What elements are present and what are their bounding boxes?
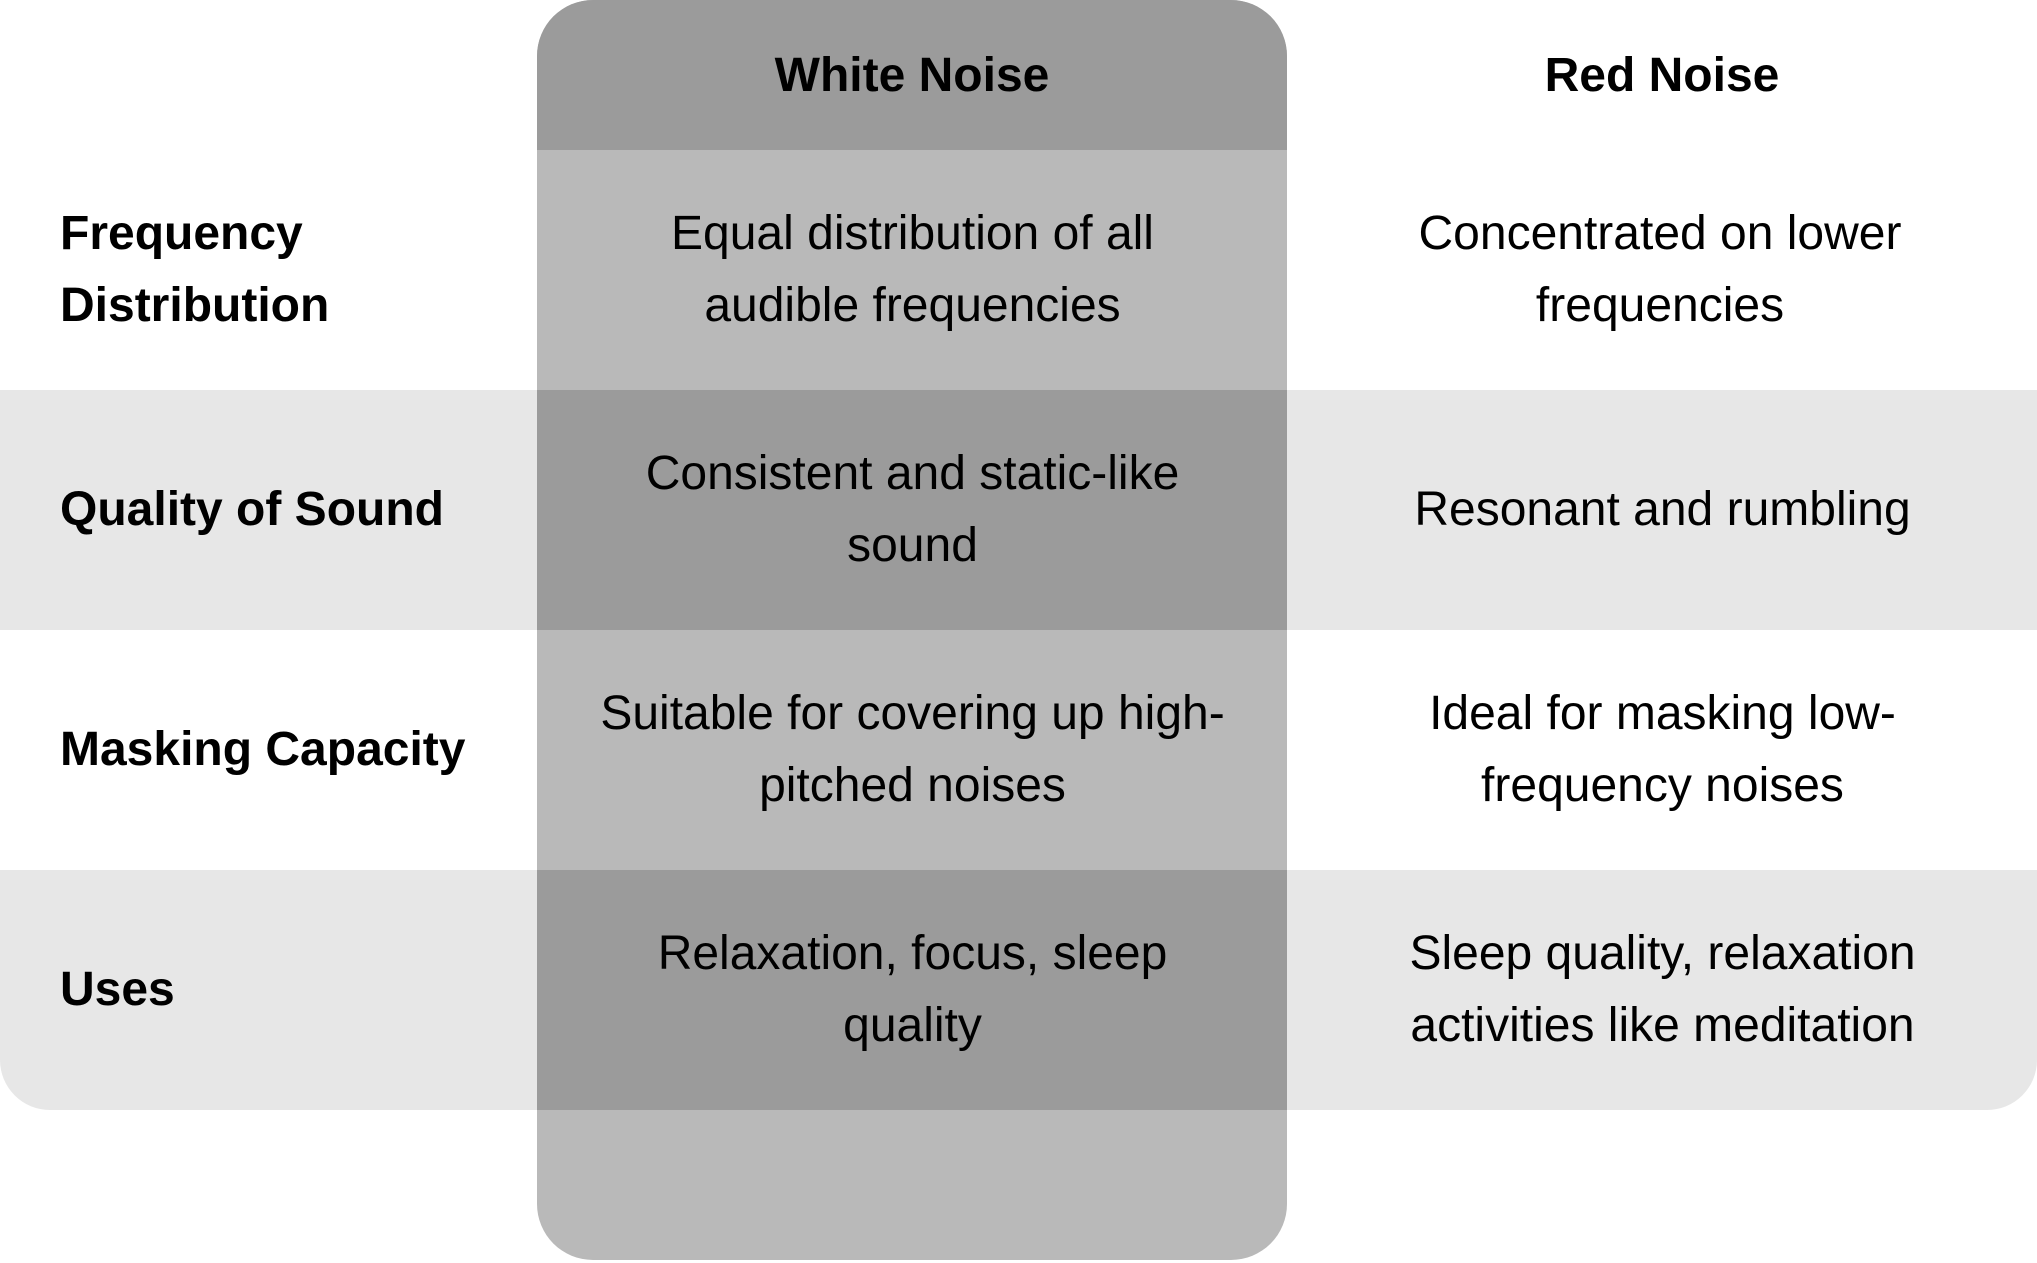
band-uses — [537, 870, 1287, 1110]
row-label: Masking Capacity — [60, 723, 466, 776]
white-noise-column — [537, 0, 1287, 1260]
white-cell: Consistent and static-like sound — [645, 447, 1180, 572]
row-label: Frequency Distribution — [60, 207, 330, 332]
band-quality — [537, 390, 1287, 630]
row-label: Quality of Sound — [60, 483, 444, 536]
header-band — [537, 0, 1287, 150]
header-white-noise: White Noise — [774, 48, 1050, 102]
header-red-noise: Red Noise — [1544, 48, 1780, 102]
white-cell: Relaxation, focus, sleep quality — [657, 927, 1168, 1052]
red-cell: Sleep quality, relaxation activities lik… — [1409, 927, 1916, 1052]
row-label: Uses — [60, 963, 175, 1016]
red-cell: Resonant and rumbling — [1414, 483, 1911, 536]
white-cell: Equal distribution of all audible freque… — [671, 207, 1154, 332]
red-cell: Ideal for masking low-frequency noises — [1429, 687, 1896, 812]
white-cell: Suitable for covering up high-pitched no… — [600, 687, 1225, 812]
red-cell: Concentrated on lower frequencies — [1418, 207, 1902, 332]
